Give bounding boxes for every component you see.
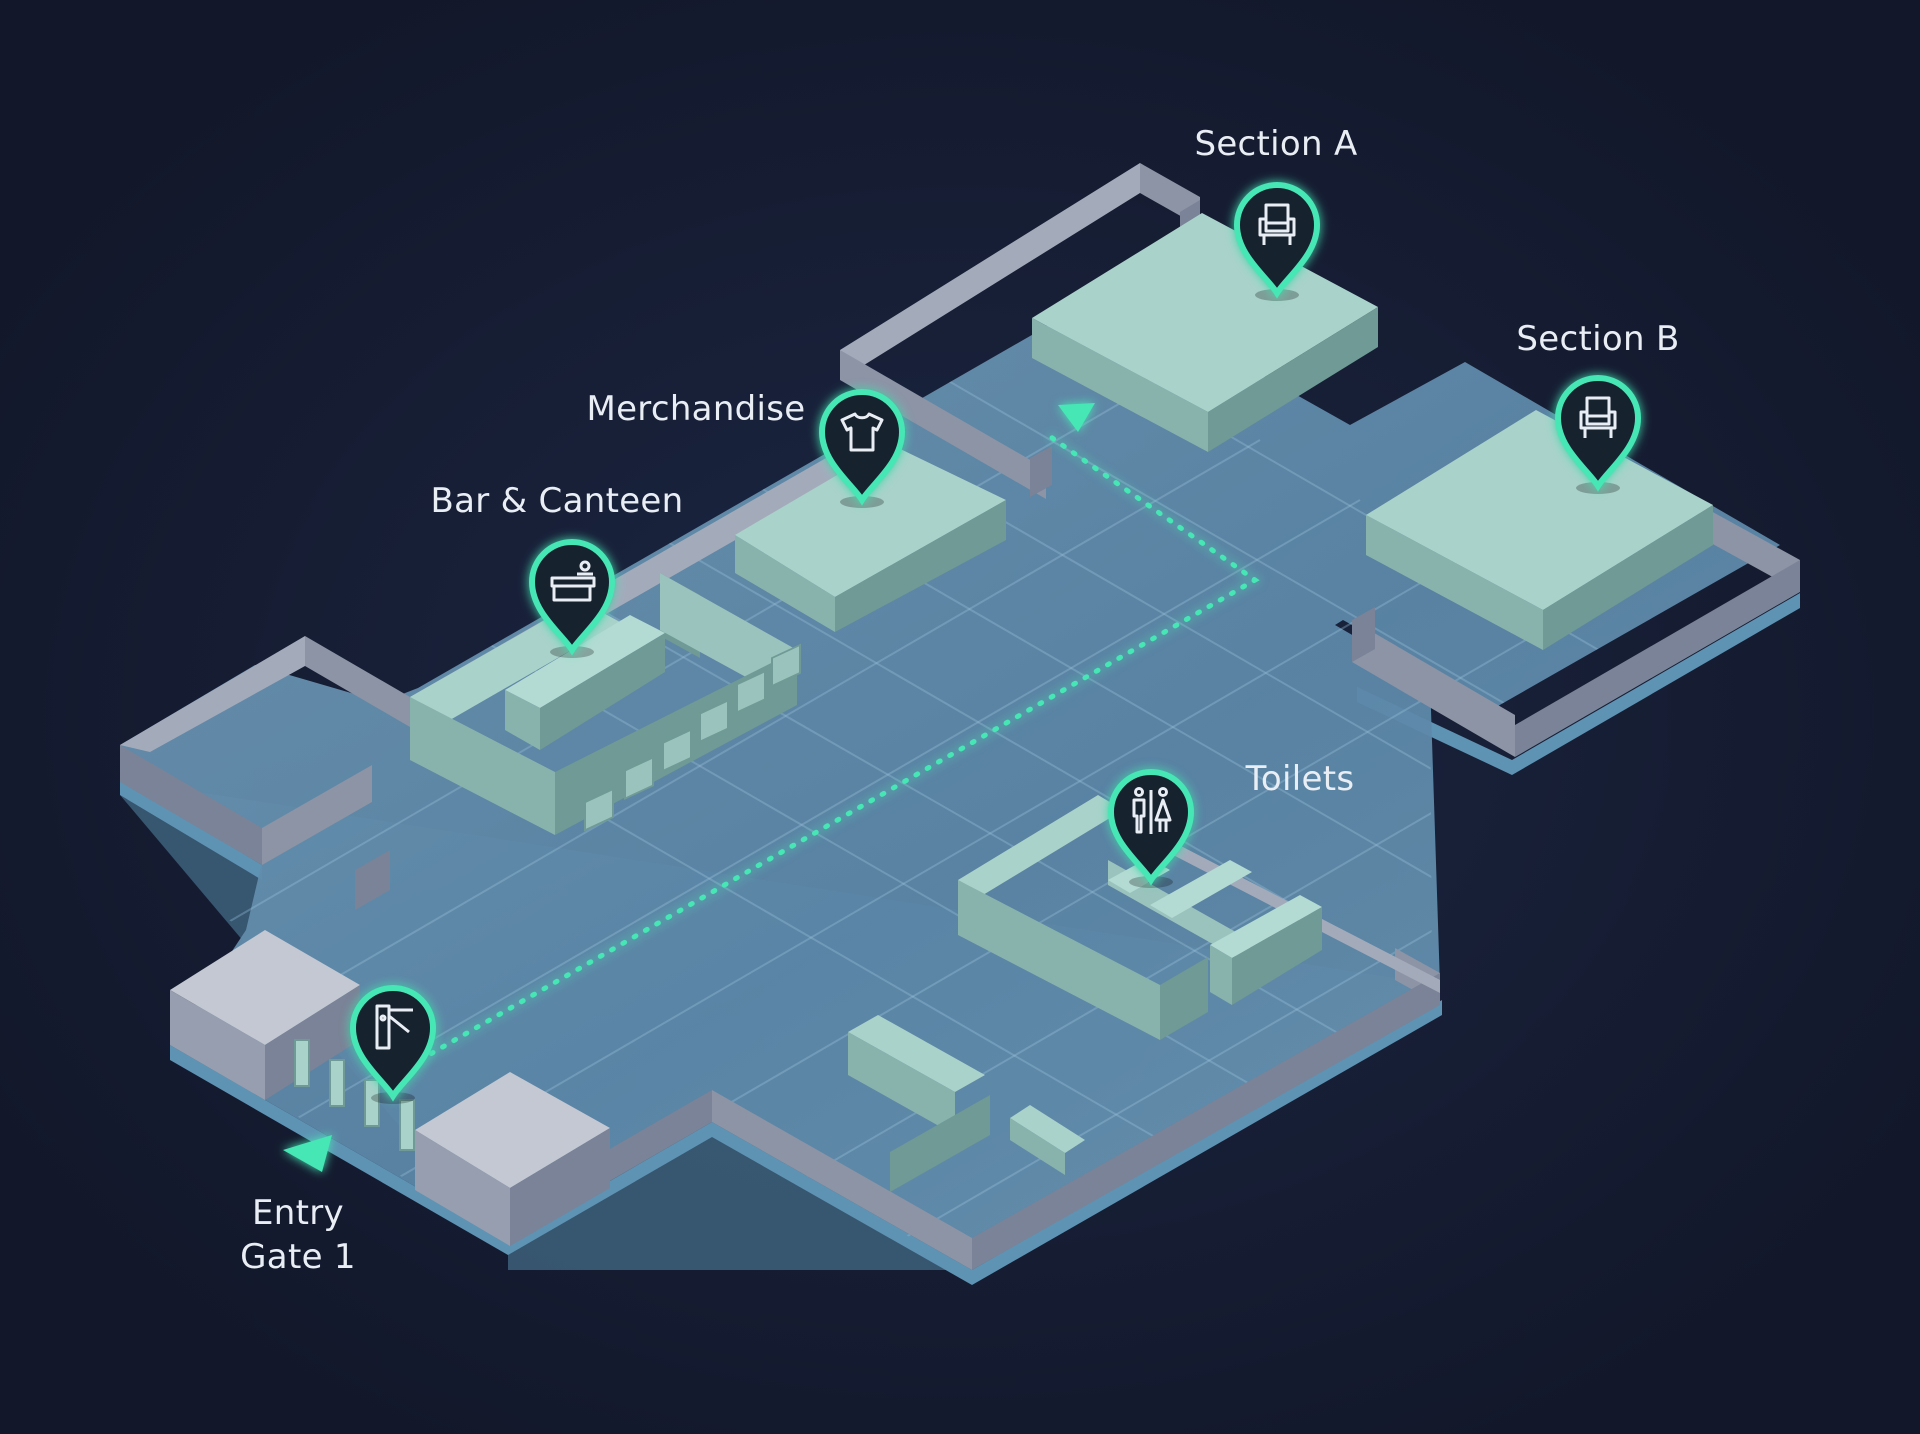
merchandise-block [735,444,1006,632]
counter-icon [550,560,596,602]
label-section-a: Section A [1194,124,1357,164]
entry-area [170,930,610,1246]
label-entry-line2: Gate 1 [240,1237,356,1277]
section-b-block [1366,410,1713,650]
label-toilets: Toilets [1245,759,1355,799]
pin-section-a[interactable] [1233,182,1321,301]
route-arrow-end [1058,403,1095,432]
seat-icon [1258,203,1296,245]
pin-merchandise[interactable] [818,389,906,508]
label-entry-line1: Entry [252,1193,344,1233]
pin-bar-canteen[interactable] [528,539,616,658]
toilets-block [958,795,1322,1040]
turnstile-icon [375,1004,413,1050]
tshirt-icon [840,412,884,452]
walking-route [283,403,1260,1172]
label-section-b: Section B [1516,319,1679,359]
pin-entry-gate[interactable] [349,985,437,1104]
pin-toilets[interactable] [1107,769,1195,888]
restroom-icon [1132,787,1172,834]
label-merchandise: Merchandise [586,389,805,429]
label-bar-canteen: Bar & Canteen [430,481,683,521]
south-furniture [848,1015,1085,1192]
pin-section-b[interactable] [1554,375,1642,494]
seat-icon [1579,396,1617,438]
route-arrow-start [283,1135,332,1172]
